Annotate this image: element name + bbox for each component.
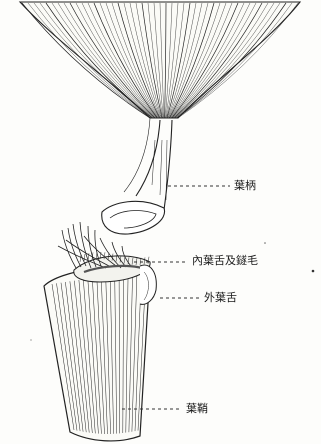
label-outer-ligule: 外葉舌 [204,292,237,304]
outer-ligule [140,265,156,304]
leaf-blade-base [20,2,300,118]
leaf-sheath [44,267,150,441]
label-inner-ligule-and-hairs: 內葉舌及鐩毛 [192,255,258,267]
speck [264,242,266,244]
speck [312,270,315,273]
petiole [102,118,172,234]
label-petiole: 葉柄 [234,180,256,192]
speck [30,339,31,340]
label-sheath: 葉鞘 [186,403,208,415]
